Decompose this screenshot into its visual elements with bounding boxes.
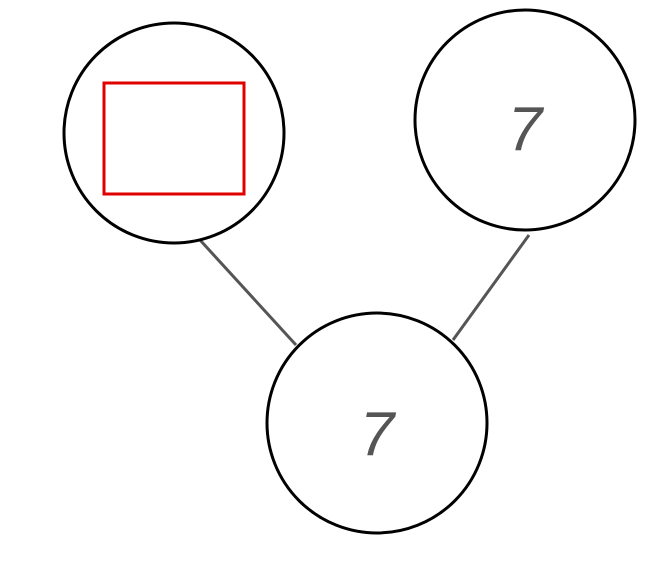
connector-right: [451, 234, 531, 341]
answer-input-box[interactable]: [102, 81, 246, 196]
part-circle-left: [62, 21, 286, 245]
connector-left: [198, 238, 298, 347]
part-circle-right: [413, 8, 637, 232]
whole-circle: [265, 311, 489, 535]
whole-value: 7: [360, 400, 397, 469]
part-node-right: 7: [413, 8, 637, 232]
part-node-left: [62, 21, 286, 245]
whole-node: 7: [265, 311, 489, 535]
part-value-right: 7: [508, 95, 545, 164]
